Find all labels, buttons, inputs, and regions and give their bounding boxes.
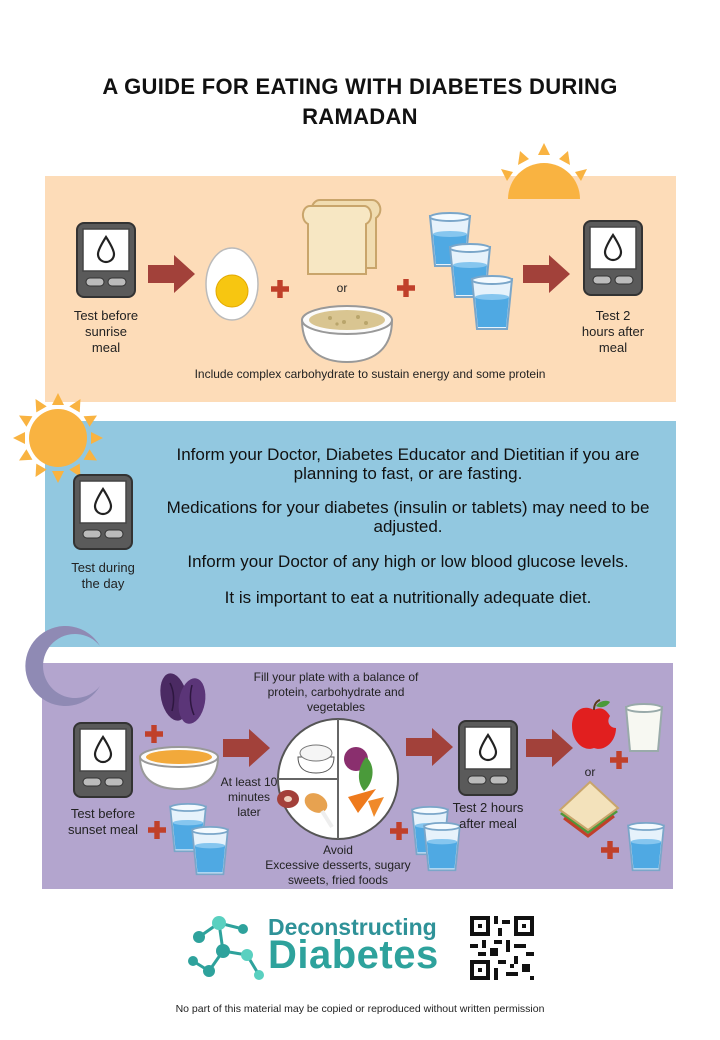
rising-sun-icon (501, 143, 587, 199)
test-after-sunset-meal-label: Test 2 hours after meal (452, 800, 524, 831)
qr-code-icon (470, 916, 534, 980)
avoid-title: Avoid (323, 843, 353, 857)
balanced-plate-icon (277, 718, 399, 840)
or-label: or (584, 765, 596, 779)
glucose-meter-icon (457, 719, 519, 797)
apple-icon (572, 699, 616, 749)
porridge-bowl-icon (300, 305, 394, 364)
arrow-icon (223, 728, 271, 768)
day-message-4: It is important to eat a nutritionally a… (224, 588, 592, 607)
page-title: A GUIDE FOR EATING WITH DIABETES DURING … (102, 74, 618, 129)
or-label: or (336, 281, 348, 295)
plus-icon (145, 725, 163, 743)
crescent-moon-icon (25, 626, 101, 706)
plus-icon (148, 821, 166, 839)
dates-fruit-icon (160, 673, 206, 724)
day-message-1: Inform your Doctor, Diabetes Educator an… (176, 445, 640, 483)
avoid-foods-text: Excessive desserts, sugary sweets, fried… (265, 858, 411, 887)
brand-name-line1: Deconstructing (268, 914, 437, 940)
plus-icon (397, 279, 415, 297)
plus-icon (271, 280, 289, 298)
test-before-sunset-label: Test before sunset meal (67, 806, 139, 837)
water-glass-icon (190, 826, 230, 876)
wait-time-label: At least 10 minutes later (220, 775, 278, 819)
molecule-logo-icon (188, 916, 264, 980)
toast-icon (302, 199, 382, 275)
arrow-icon (406, 727, 454, 767)
test-during-day-label: Test during the day (71, 560, 135, 591)
plus-icon (610, 751, 628, 769)
sandwich-icon (558, 780, 620, 838)
plus-icon (601, 841, 619, 859)
test-before-sunrise-label: Test before sunrise meal (73, 308, 139, 355)
glucose-meter-icon (582, 219, 644, 297)
sun-icon (13, 393, 103, 483)
arrow-icon (526, 728, 574, 768)
glucose-meter-icon (72, 473, 134, 551)
balanced-plate-note: Fill your plate with a balance of protei… (253, 670, 419, 714)
glucose-meter-icon (72, 721, 134, 799)
arrow-icon (523, 254, 571, 294)
day-message-3: Inform your Doctor of any high or low bl… (187, 552, 629, 571)
milk-glass-icon (624, 703, 664, 752)
plus-icon (390, 822, 408, 840)
brand-name-line2: Diabetes (268, 933, 439, 977)
water-glass-icon (626, 822, 666, 872)
day-message-2: Medications for your diabetes (insulin o… (166, 498, 650, 536)
arrow-icon (148, 254, 196, 294)
boiled-egg-icon (205, 247, 259, 321)
glucose-meter-icon (75, 221, 137, 299)
test-after-meal-label: Test 2 hours after meal (581, 308, 645, 355)
water-glass-icon (470, 275, 514, 331)
copyright-footer: No part of this material may be copied o… (175, 1003, 545, 1015)
carbohydrate-note: Include complex carbohydrate to sustain … (194, 367, 546, 381)
daytime-panel (45, 421, 676, 647)
soup-bowl-icon (138, 746, 220, 791)
